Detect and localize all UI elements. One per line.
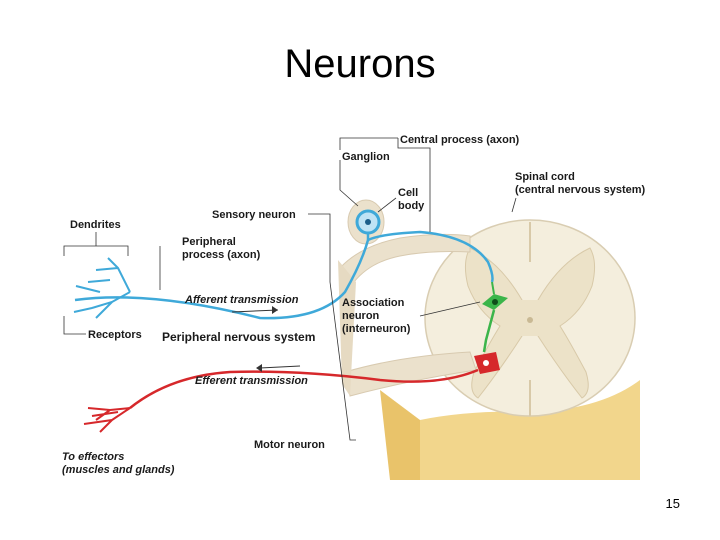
direction-arrows — [231, 306, 301, 372]
spinal-cord-column — [380, 300, 640, 480]
label-peripheral-line1: Peripheral — [182, 236, 236, 248]
label-sensory-neuron: Sensory neuron — [212, 209, 296, 221]
label-receptors: Receptors — [88, 329, 142, 341]
label-cell-body-line1: Cell — [398, 187, 418, 199]
label-motor-neuron: Motor neuron — [254, 439, 325, 451]
label-association-line2: neuron — [342, 310, 380, 322]
label-efferent: Efferent transmission — [195, 375, 308, 387]
label-spinal-cord-line1: Spinal cord — [515, 171, 575, 183]
label-afferent: Afferent transmission — [184, 294, 299, 306]
label-central-process: Central process (axon) — [400, 134, 520, 146]
label-ganglion: Ganglion — [342, 151, 390, 163]
label-dendrites: Dendrites — [70, 219, 121, 231]
page-number: 15 — [665, 496, 680, 511]
spinal-cord-cross-section — [424, 219, 636, 417]
leader-lines — [63, 137, 517, 441]
association-neuron — [482, 281, 508, 353]
motor-neuron — [83, 352, 500, 433]
label-cell-body-line2: body — [398, 200, 425, 212]
label-effectors-line1: To effectors — [62, 451, 124, 463]
label-peripheral-line2: process (axon) — [182, 249, 261, 261]
sensory-neuron — [73, 209, 494, 320]
label-pns: Peripheral nervous system — [162, 330, 315, 344]
label-association-line3: (interneuron) — [342, 323, 411, 335]
label-effectors-line2: (muscles and glands) — [62, 464, 175, 476]
label-association-line1: Association — [342, 297, 405, 309]
label-spinal-cord-line2: (central nervous system) — [515, 184, 646, 196]
slide-title: Neurons — [284, 42, 436, 86]
